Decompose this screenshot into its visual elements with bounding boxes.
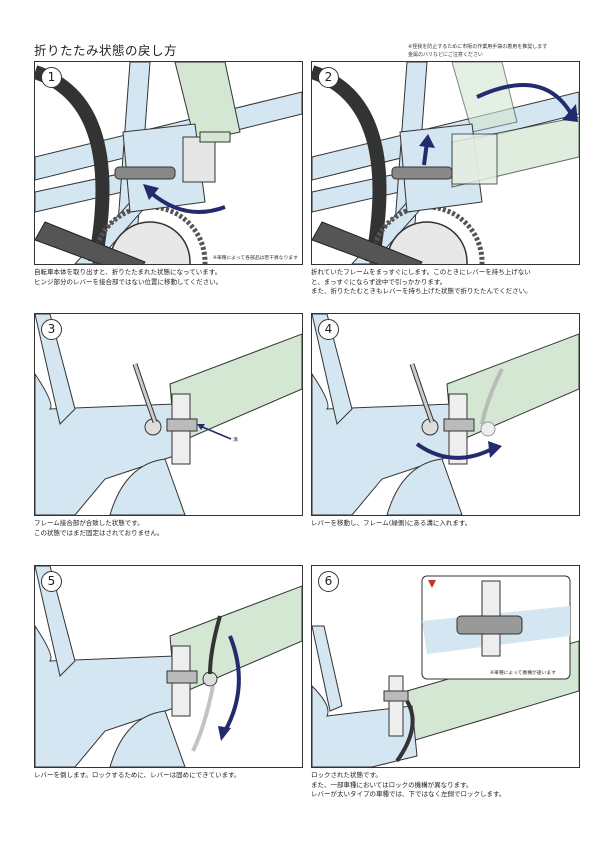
caption-line: また、一部車種においてはロックの機構が異なります。	[311, 780, 473, 789]
caption-line: レバーを移動し、フレーム(緑側)にある溝に入れます。	[311, 519, 472, 527]
caption-line: 折れていたフレームをまっすぐにします。このときにレバーを持ち上げない	[311, 268, 531, 276]
notice-line: 金属のバリなどにご注意ください	[408, 52, 483, 58]
groove-label: 溝	[233, 438, 238, 443]
step-6-panel: 6 ※車種によって機構が違います	[311, 565, 580, 768]
mechanism-note: ※車種によって機構が違います	[490, 671, 556, 676]
step-1-illustration	[35, 62, 302, 264]
step-number: 2	[318, 67, 339, 88]
step-3-caption: フレーム接合部が合致した状態です。 この状態ではまだ固定はされておりません。	[34, 519, 163, 538]
step-number: 4	[318, 319, 339, 340]
step-5-illustration	[35, 566, 302, 767]
caption-line: ヒンジ部分のレバーを接合部ではない位置に移動してください。	[34, 277, 223, 286]
step-5-caption: レバーを倒します。ロックするために、レバーは固めにできています。	[34, 771, 241, 781]
notice-line: ※怪我を防止するために市販の作業用手袋の着用を推奨します	[408, 44, 548, 50]
caption-line: また、折りたたむときもレバーを持ち上げた状態で折りたたんでください。	[311, 287, 532, 295]
caption-line: この状態ではまだ固定はされておりません。	[34, 528, 164, 537]
step-number: 3	[41, 319, 62, 340]
page-title: 折りたたみ状態の戻し方	[34, 43, 178, 58]
step-number: 1	[41, 67, 62, 88]
part-note: ※車種によって各部品は若干異なります	[212, 256, 298, 261]
step-6-caption: ロックされた状態です。 また、一部車種においてはロックの機構が異なります。 レバ…	[311, 771, 505, 800]
step-1-panel: 1 ※車種によって各部品は若干異なります	[34, 61, 303, 265]
step-5-panel: 5	[34, 565, 303, 768]
step-number: 6	[318, 571, 339, 592]
caption-line: フレーム接合部が合致した状態です。	[34, 519, 144, 527]
step-3-illustration	[35, 314, 302, 515]
caption-line: と、まっすぐにならず途中で引っかかります。	[311, 277, 447, 286]
safety-notice: ※怪我を防止するために市販の作業用手袋の着用を推奨します 金属のバリなどにご注意…	[408, 43, 547, 59]
step-1-caption: 自転車本体を取り出すと、折りたたまれた状態になっています。 ヒンジ部分のレバーを…	[34, 268, 222, 287]
step-6-illustration	[312, 575, 579, 767]
step-4-panel: 4	[311, 313, 580, 516]
step-3-panel: 3 溝	[34, 313, 303, 516]
caption-line: レバーが太いタイプの車種では、下ではなく左側でロックします。	[311, 790, 506, 798]
step-number: 5	[41, 571, 62, 592]
step-4-illustration	[312, 314, 579, 515]
caption-line: ロックされた状態です。	[311, 771, 382, 779]
caption-line: レバーを倒します。ロックするために、レバーは固めにできています。	[34, 771, 241, 779]
step-2-caption: 折れていたフレームをまっすぐにします。このときにレバーを持ち上げない と、まっす…	[311, 268, 532, 297]
step-4-caption: レバーを移動し、フレーム(緑側)にある溝に入れます。	[311, 519, 471, 529]
step-2-panel: 2	[311, 61, 580, 265]
step-2-illustration	[312, 62, 579, 264]
caption-line: 自転車本体を取り出すと、折りたたまれた状態になっています。	[34, 268, 222, 276]
